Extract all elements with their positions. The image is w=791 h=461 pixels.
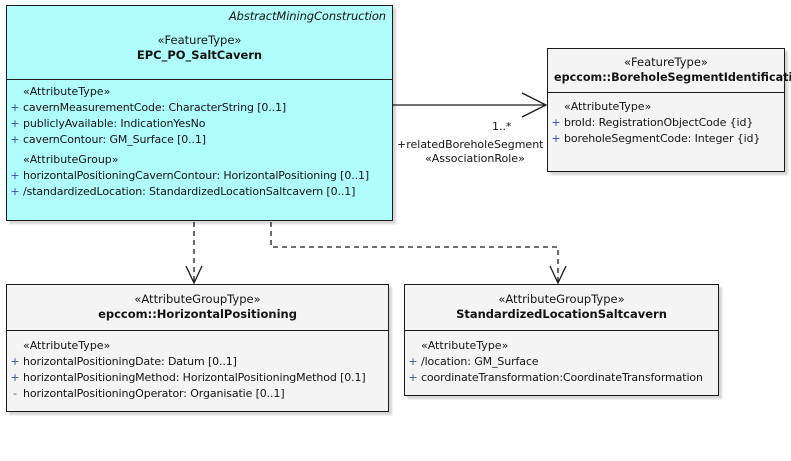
attribute-visibility: + — [408, 355, 418, 368]
attribute-text: horizontalPositioningDate: Datum [0..1] — [23, 355, 237, 368]
attribute-visibility: + — [10, 101, 20, 114]
attribute-text: boreholeSegmentCode: Integer {id} — [564, 132, 761, 145]
attribute-group-stereotype: «AttributeType» — [564, 100, 652, 113]
class-header: «AttributeGroupType» epccom::HorizontalP… — [7, 285, 388, 331]
class-stereotype: «FeatureType» — [624, 55, 708, 69]
class-epc-po-saltcavern[interactable]: AbstractMiningConstruction «FeatureType»… — [6, 5, 393, 221]
attribute-row: + cavernMeasurementCode: CharacterString… — [7, 100, 392, 116]
attribute-visibility: + — [10, 355, 20, 368]
attribute-group-stereotype: «AttributeType» — [421, 339, 509, 352]
class-header: «FeatureType» epccom::BoreholeSegmentIde… — [548, 49, 791, 93]
attribute-text: cavernContour: GM_Surface [0..1] — [23, 133, 206, 146]
attribute-visibility: + — [10, 117, 20, 130]
attribute-row: + publiclyAvailable: IndicationYesNo — [7, 116, 392, 132]
attribute-text: /location: GM_Surface — [421, 355, 539, 368]
class-name: epccom::BoreholeSegmentIdentification — [554, 71, 791, 84]
class-horizontal-positioning[interactable]: «AttributeGroupType» epccom::HorizontalP… — [6, 284, 389, 412]
attribute-text: coordinateTransformation:CoordinateTrans… — [421, 371, 703, 384]
attribute-visibility: + — [10, 371, 20, 384]
attribute-row: + boreholeSegmentCode: Integer {id} — [548, 131, 784, 147]
association-role-label: +relatedBoreholeSegment — [397, 138, 544, 151]
class-name: StandardizedLocationSaltcavern — [456, 307, 667, 321]
attribute-text: horizontalPositioningMethod: HorizontalP… — [23, 371, 366, 384]
attribute-row: + horizontalPositioningCavernContour: Ho… — [7, 168, 392, 184]
class-attributes: «AttributeType» + cavernMeasurementCode:… — [7, 80, 392, 204]
class-stereotype: «AttributeGroupType» — [498, 292, 625, 306]
attribute-group-stereotype: «AttributeType» — [23, 85, 111, 98]
class-stereotype: «FeatureType» — [157, 33, 242, 47]
attribute-text: broId: RegistrationObjectCode {id} — [564, 116, 754, 129]
class-attributes: «AttributeType» + broId: RegistrationObj… — [548, 93, 784, 151]
attribute-group-stereotype: «AttributeGroup» — [23, 153, 119, 166]
dependency-standardized-location — [270, 222, 567, 285]
class-stereotype: «AttributeGroupType» — [134, 292, 261, 306]
attribute-group-stereotype: «AttributeType» — [23, 339, 111, 352]
attribute-row: + horizontalPositioningDate: Datum [0..1… — [7, 354, 388, 370]
attribute-row: + broId: RegistrationObjectCode {id} — [548, 115, 784, 131]
attribute-text: /standardizedLocation: StandardizedLocat… — [23, 185, 356, 198]
class-name: epccom::HorizontalPositioning — [98, 307, 297, 321]
package-label: AbstractMiningConstruction — [228, 9, 386, 23]
attribute-text: horizontalPositioningOperator: Organisat… — [23, 387, 285, 400]
attribute-visibility: + — [10, 133, 20, 146]
attribute-visibility: - — [13, 387, 17, 400]
class-header: «AttributeGroupType» StandardizedLocatio… — [405, 285, 718, 331]
class-attributes: «AttributeType» + /location: GM_Surface … — [405, 331, 718, 390]
attribute-visibility: + — [551, 132, 561, 145]
attribute-row: + /standardizedLocation: StandardizedLoc… — [7, 184, 392, 200]
attribute-visibility: + — [408, 371, 418, 384]
class-standardized-location-saltcavern[interactable]: «AttributeGroupType» StandardizedLocatio… — [404, 284, 719, 396]
attribute-text: horizontalPositioningCavernContour: Hori… — [23, 169, 370, 182]
attribute-row: + horizontalPositioningMethod: Horizonta… — [7, 370, 388, 386]
dependency-horizontal-positioning — [185, 222, 203, 285]
association-related-borehole-segment — [393, 92, 548, 118]
attribute-visibility: + — [10, 185, 20, 198]
class-attributes: «AttributeType» + horizontalPositioningD… — [7, 331, 388, 406]
association-multiplicity: 1..* — [492, 120, 512, 133]
class-name: EPC_PO_SaltCavern — [136, 48, 263, 62]
attribute-text: cavernMeasurementCode: CharacterString [… — [23, 101, 287, 114]
attribute-row: - horizontalPositioningOperator: Organis… — [7, 386, 388, 402]
attribute-text: publiclyAvailable: IndicationYesNo — [23, 117, 206, 130]
attribute-row: + coordinateTransformation:CoordinateTra… — [405, 370, 718, 386]
association-stereotype-label: «AssociationRole» — [425, 152, 525, 165]
class-header: AbstractMiningConstruction «FeatureType»… — [7, 6, 392, 80]
attribute-visibility: + — [10, 169, 20, 182]
attribute-row: + /location: GM_Surface — [405, 354, 718, 370]
class-borehole-segment-identification[interactable]: «FeatureType» epccom::BoreholeSegmentIde… — [547, 48, 791, 172]
attribute-row: + cavernContour: GM_Surface [0..1] — [7, 132, 392, 148]
attribute-visibility: + — [551, 116, 561, 129]
